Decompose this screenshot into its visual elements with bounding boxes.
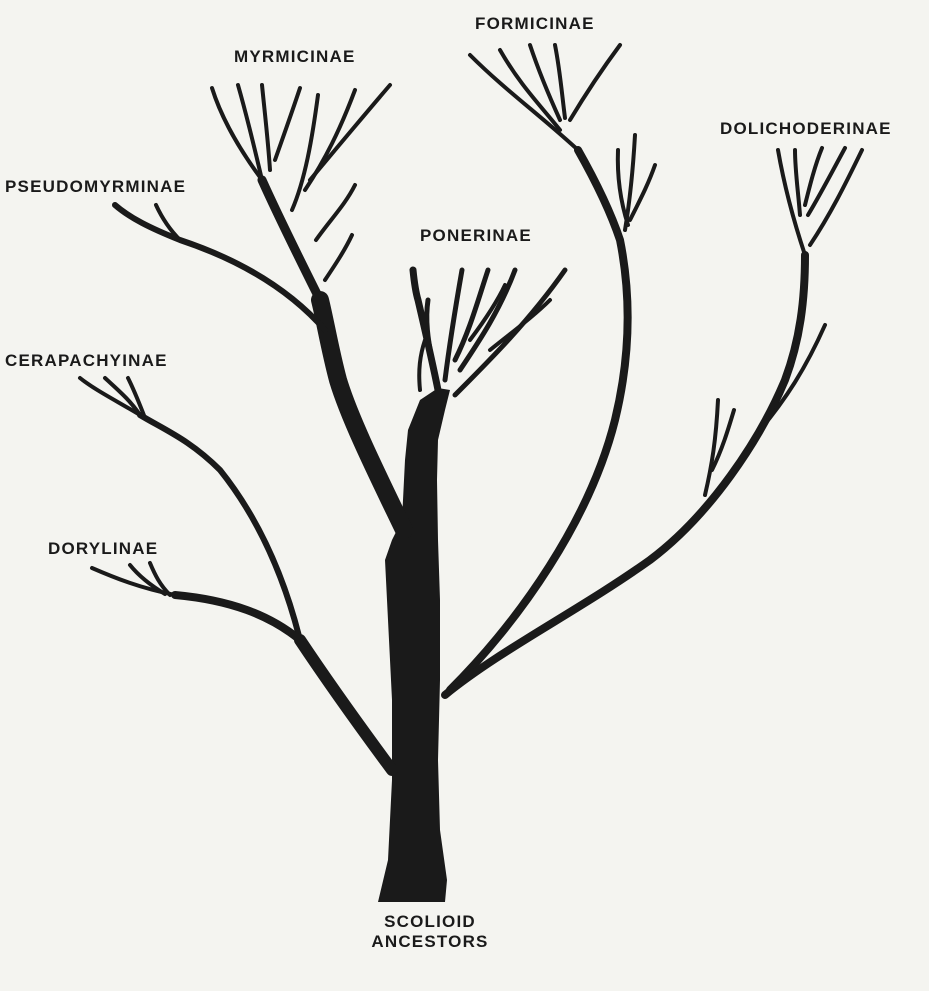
branch-myrmicinae-stem <box>311 291 413 539</box>
twig-ponerinae-1 <box>468 283 507 342</box>
twig-cerapachyinae-1 <box>78 376 142 417</box>
branch-cerapachyinae <box>137 412 303 643</box>
label-formicinae: FORMICINAE <box>475 14 595 33</box>
twig-formicinae-1 <box>468 53 580 152</box>
branch-ponerinae-1 <box>409 266 442 394</box>
twig-cerapachyinae-3 <box>126 376 147 420</box>
twig-myrmicinae-1 <box>210 86 264 182</box>
branch-ponerinae-2 <box>424 297 435 363</box>
twig-myrmicinae-2 <box>236 83 264 182</box>
twig-myrmicinae-3 <box>260 83 272 172</box>
twig-dolichoderinae-5 <box>808 148 864 247</box>
branch-ponerinae-6 <box>452 267 568 398</box>
twig-myrmicinae-4 <box>273 86 302 162</box>
label-root-line1: SCOLIOID <box>384 912 476 931</box>
twig-dolichoderinae-6 <box>758 323 827 432</box>
twig-myrmicinae-8 <box>314 183 357 242</box>
label-root-line2: ANCESTORS <box>371 932 489 952</box>
label-myrmicinae: MYRMICINAE <box>234 47 356 66</box>
twig-formicinae-4 <box>553 43 567 120</box>
twig-pseudomyrminae <box>154 203 182 242</box>
twig-dolichoderinae-1 <box>776 148 807 257</box>
twig-dolichoderinae-3 <box>803 146 824 207</box>
twig-formicinae-7 <box>615 148 630 227</box>
twig-dolichoderinae-8 <box>710 408 736 472</box>
twig-formicinae-3 <box>528 43 562 122</box>
label-dorylinae: DORYLINAE <box>48 539 159 558</box>
branch-dorylinae <box>171 591 304 644</box>
twig-dorylinae-3 <box>148 561 172 597</box>
label-pseudomyrminae: PSEUDOMYRMINAE <box>5 177 187 196</box>
twig-formicinae-8 <box>628 163 657 222</box>
label-dolichoderinae: DOLICHODERINAE <box>720 119 892 138</box>
twig-formicinae-2 <box>498 48 562 132</box>
branch-left-lower <box>294 634 398 776</box>
twig-dolichoderinae-4 <box>806 146 847 217</box>
twig-formicinae-5 <box>568 43 622 122</box>
branch-pseudomyrminae <box>112 202 328 333</box>
twig-dorylinae-2 <box>128 563 167 596</box>
branch-ponerinae-4 <box>452 267 491 363</box>
label-cerapachyinae: CERAPACHYINAE <box>5 351 168 370</box>
twig-myrmicinae-9 <box>323 233 354 282</box>
branch-dolichoderinae <box>441 251 809 699</box>
label-root: SCOLIOID ANCESTORS <box>300 912 560 953</box>
trunk <box>378 388 450 902</box>
twig-myrmicinae-5 <box>290 93 320 212</box>
twig-ponerinae-3 <box>417 338 427 392</box>
twig-myrmicinae-7 <box>308 83 392 182</box>
twig-ponerinae-2 <box>488 298 552 352</box>
twig-cerapachyinae-2 <box>103 376 142 417</box>
branch-ponerinae-5 <box>457 267 518 373</box>
twig-dolichoderinae-2 <box>793 148 802 217</box>
branch-ponerinae-3 <box>442 267 465 383</box>
branch-formicinae <box>446 146 632 694</box>
twig-dolichoderinae-7 <box>703 398 720 497</box>
branch-myrmicinae-upper <box>257 175 325 305</box>
label-ponerinae: PONERINAE <box>420 226 532 245</box>
